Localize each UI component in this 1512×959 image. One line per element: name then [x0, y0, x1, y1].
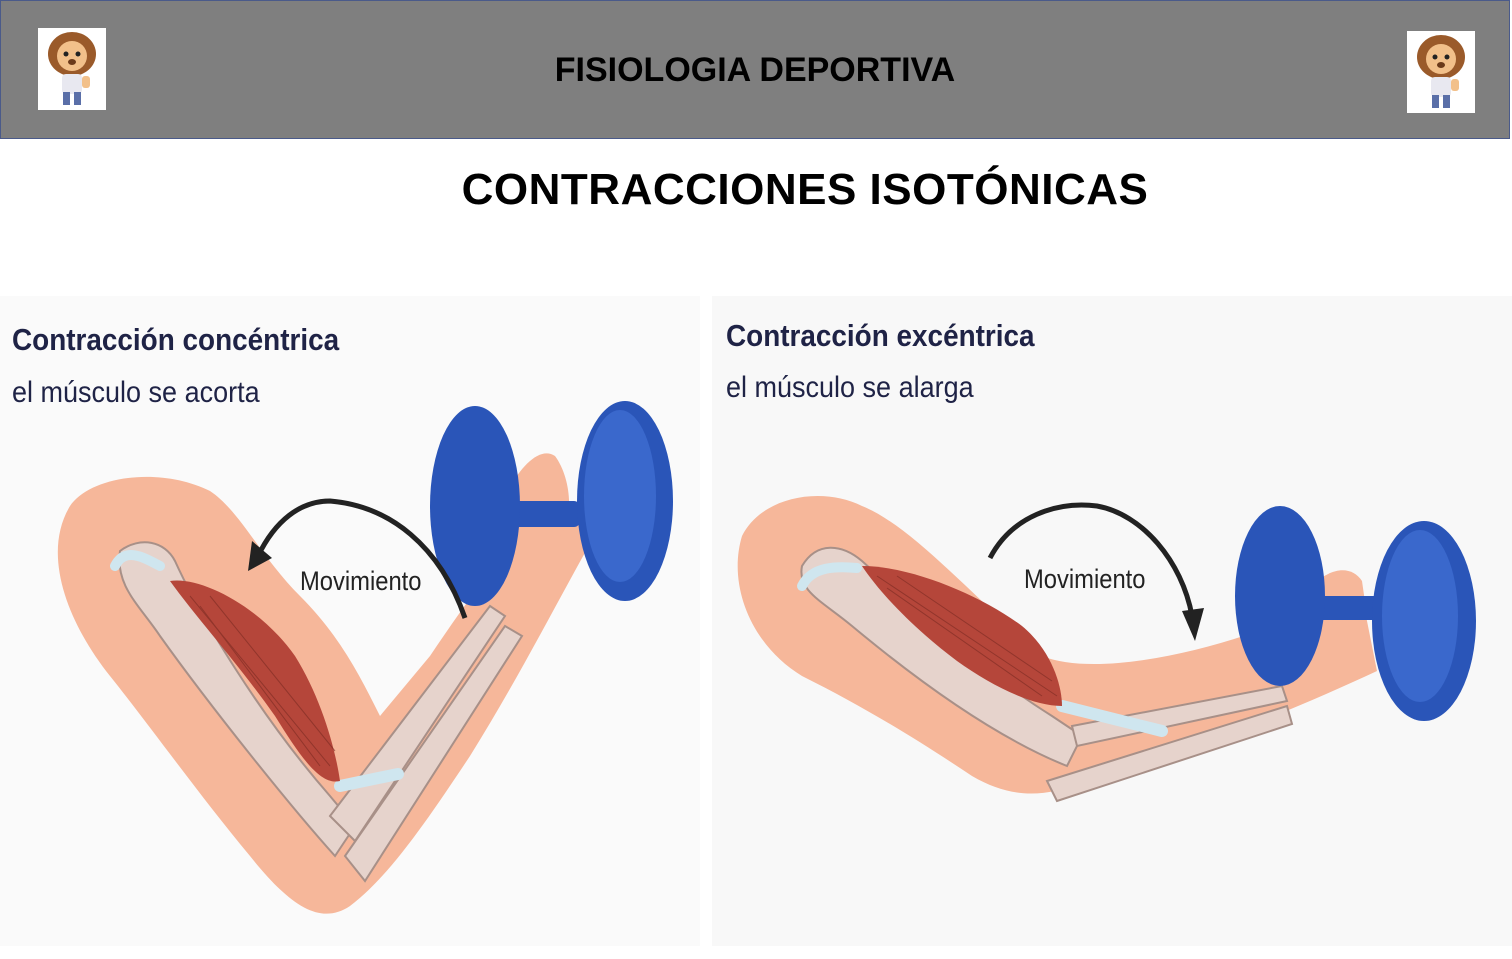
- lion-mascot-icon: [38, 28, 106, 110]
- eccentric-movement-label: Movimiento: [1024, 564, 1146, 594]
- concentric-subtitle: el músculo se acorta: [12, 376, 260, 409]
- concentric-diagram: Contracción concéntrica el músculo se ac…: [0, 296, 700, 946]
- page-title: CONTRACCIONES ISOTÓNICAS: [461, 165, 1149, 214]
- concentric-title: Contracción concéntrica: [12, 322, 340, 357]
- header-bar: FISIOLOGIA DEPORTIVA: [0, 0, 1510, 139]
- eccentric-subtitle: el músculo se alarga: [726, 371, 974, 404]
- concentric-movement-label: Movimiento: [300, 566, 422, 596]
- header-title: FISIOLOGIA DEPORTIVA: [554, 51, 956, 89]
- eccentric-arm-illustration: [737, 496, 1476, 803]
- lion-mascot-icon: [1407, 31, 1475, 113]
- eccentric-diagram: Contracción excéntrica el músculo se ala…: [712, 296, 1512, 946]
- movement-arrow-head: [248, 541, 272, 571]
- eccentric-title: Contracción excéntrica: [726, 318, 1035, 353]
- concentric-arm-illustration: [57, 401, 673, 914]
- movement-arrow-head: [1182, 608, 1204, 641]
